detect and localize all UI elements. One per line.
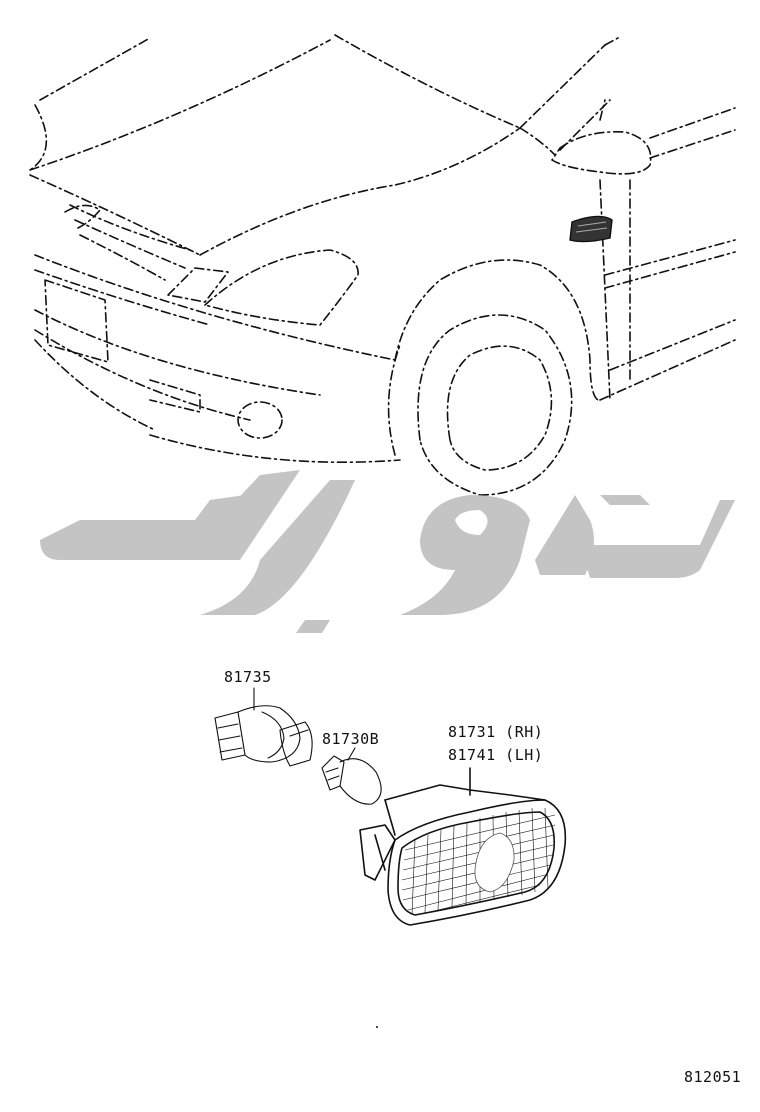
watermark-logo [40, 470, 735, 633]
callout-socket: 81735 [224, 668, 272, 686]
side-marker-location [569, 215, 613, 243]
side-turn-lamp-assembly [359, 767, 567, 926]
bulb-socket-81735 [214, 687, 313, 767]
callout-bulb: 81730B [322, 730, 379, 748]
figure-number: 812051 [684, 1068, 741, 1086]
callout-lamp-rh: 81731 (RH) [448, 723, 543, 741]
lens-highlight [474, 832, 515, 893]
wedge-bulb-81730B [321, 747, 382, 805]
callout-lamp-lh: 81741 (LH) [448, 746, 543, 764]
stray-dot [376, 1026, 378, 1028]
car-front-illustration [29, 34, 736, 496]
